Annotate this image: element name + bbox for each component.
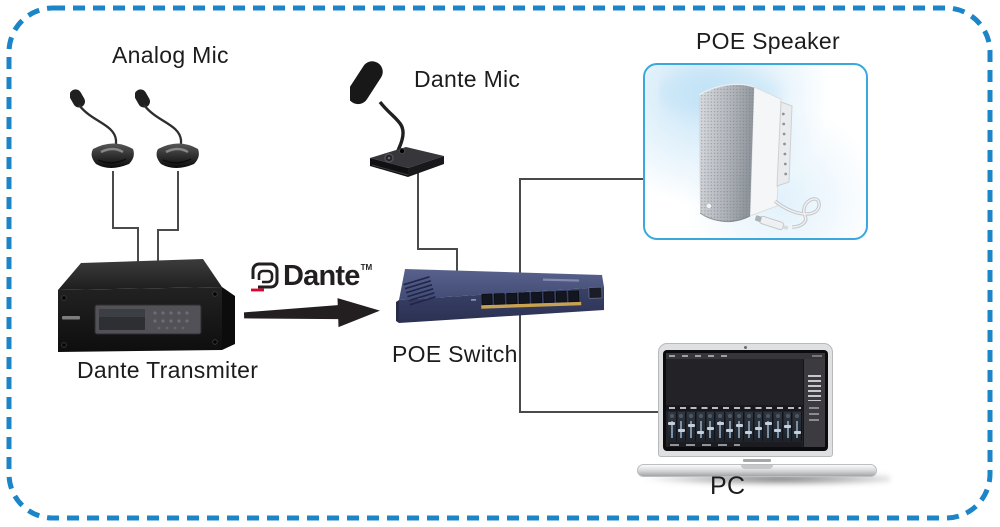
switch-uplink-port <box>588 286 603 300</box>
dante-logo-tm: TM <box>360 263 373 272</box>
switch-vents <box>403 275 436 306</box>
mixer-software-screen <box>666 353 825 447</box>
dante-mic <box>350 61 444 177</box>
speaker-cable-connector <box>754 215 789 231</box>
poe-switch-label: POE Switch <box>392 341 518 367</box>
window-controls-icon <box>812 355 822 357</box>
laptop-screen <box>658 343 833 457</box>
poe-speaker-device <box>659 71 821 231</box>
dante-logo-symbol-icon <box>251 262 279 292</box>
mixer-channel-strip <box>706 412 716 441</box>
mixer-channel-strip <box>774 412 783 441</box>
mixer-bottom-bar <box>668 442 802 447</box>
mixer-channel-strip <box>687 412 696 441</box>
transmitter-brand-text <box>62 316 80 320</box>
laptop-lid-notch <box>741 465 773 469</box>
dante-logo-text: Dante <box>283 260 360 292</box>
transmitter-buttons <box>153 311 189 330</box>
poe-speaker-box <box>643 63 868 240</box>
dante-arrow-icon <box>244 298 380 328</box>
switch-model-text <box>542 278 580 282</box>
poe-speaker-label: POE Speaker <box>696 28 840 54</box>
dante-transmitter-device <box>58 259 235 352</box>
poe-switch-device <box>396 269 604 323</box>
dante-logo: Dante TM <box>250 261 372 293</box>
laptop-device <box>630 338 890 486</box>
mixer-channel-strip <box>725 412 735 441</box>
switch-ports <box>471 286 603 309</box>
mixer-channel-strip <box>716 412 725 441</box>
laptop-base <box>637 464 877 477</box>
connection-line-analog-mic-2 <box>157 171 179 274</box>
mixer-channel-strip <box>668 412 677 441</box>
mixer-channel-strip <box>793 412 802 441</box>
mixer-menubar <box>666 353 825 359</box>
mixer-channel-strip <box>745 412 754 441</box>
mixer-channel-strip <box>764 412 774 441</box>
laptop-brand-text <box>743 459 771 462</box>
speaker-bracket-holes <box>781 112 788 176</box>
pc-label: PC <box>710 472 746 500</box>
analog-mic-2 <box>135 89 199 168</box>
mixer-strips <box>668 412 802 441</box>
mixer-channel-labels <box>666 405 803 411</box>
connection-line-analog-mic-1 <box>112 171 139 274</box>
mixer-channel-strip <box>696 412 706 441</box>
mixer-channel-strip <box>735 412 745 441</box>
analog-mic-1 <box>70 89 134 168</box>
analog-mic-label: Analog Mic <box>112 42 229 68</box>
laptop-camera-icon <box>744 346 747 349</box>
mixer-channel-strip <box>754 412 764 441</box>
connection-line-dante-mic <box>417 170 458 284</box>
mixer-channel-strip <box>677 412 687 441</box>
dante-transmitter-label: Dante Transmiter <box>77 357 259 383</box>
mixer-channel-strip <box>783 412 793 441</box>
dante-mic-label: Dante Mic <box>414 66 521 92</box>
mixer-sidebar <box>803 359 825 447</box>
